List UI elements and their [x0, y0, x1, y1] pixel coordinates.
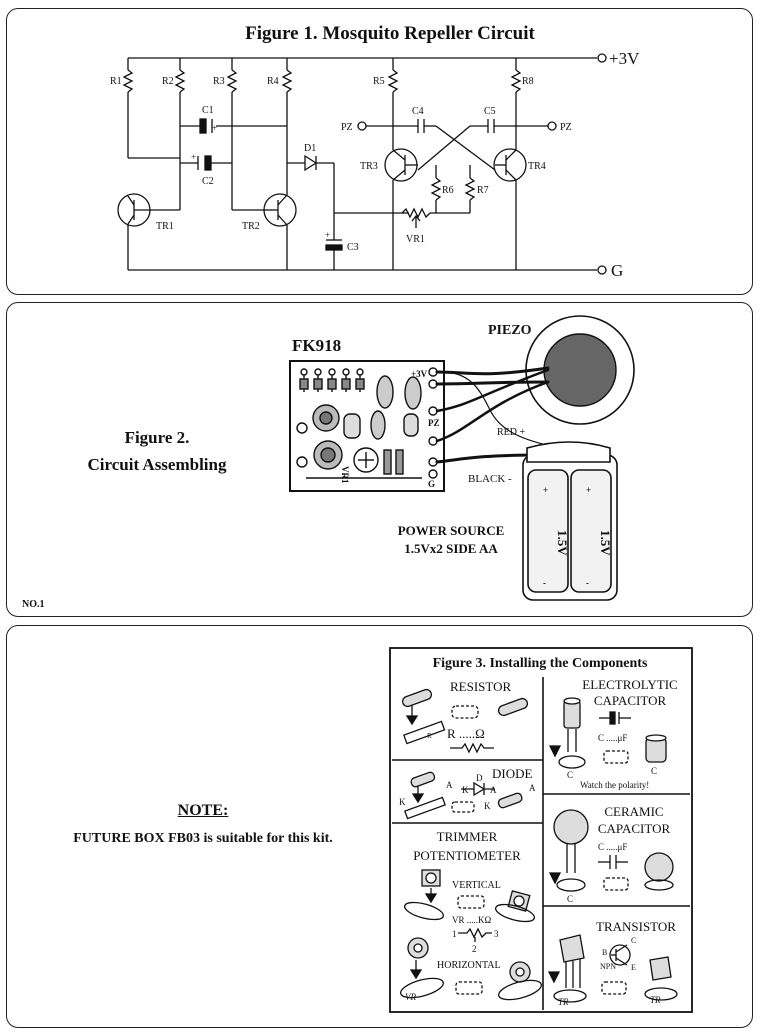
- label-r6: R6: [442, 185, 454, 196]
- trimmer-pin-1: 1: [452, 929, 457, 939]
- transistor-tr-tag-2: TR: [650, 995, 661, 1005]
- label-c1: C1: [202, 105, 214, 116]
- transistor-tr-tag-1: TR: [558, 997, 569, 1007]
- svg-text:-: -: [543, 578, 546, 588]
- figure1-title: Figure 1. Mosquito Repeller Circuit: [245, 23, 535, 44]
- electrolytic-c-letter-1: C: [567, 770, 573, 780]
- black-wire-label: BLACK -: [468, 473, 512, 485]
- electrolytic-formula: C .....μF: [598, 733, 627, 743]
- label-tr2: TR2: [242, 221, 260, 232]
- trimmer-horizontal: HORIZONTAL: [437, 960, 501, 971]
- diode-title: DIODE: [492, 766, 532, 781]
- note-text: FUTURE BOX FB03 is suitable for this kit…: [73, 831, 333, 846]
- diode-letter-k2: K: [462, 785, 469, 795]
- label-r3: R3: [213, 76, 225, 87]
- label-r1: R1: [110, 76, 122, 87]
- pcb-g: G: [428, 479, 435, 489]
- figure3-title: Figure 3. Installing the Components: [433, 656, 648, 671]
- electrolytic-polarity: Watch the polarity!: [580, 780, 649, 790]
- trimmer-vertical: VERTICAL: [452, 880, 501, 891]
- label-r2: R2: [162, 76, 174, 87]
- label-c2: C2: [202, 176, 214, 187]
- label-pz-right: PZ: [560, 122, 572, 133]
- ceramic-formula: C .....μF: [598, 842, 627, 852]
- power-source-line1: POWER SOURCE: [398, 523, 505, 538]
- resistor-title: RESISTOR: [450, 679, 511, 694]
- label-ground: G: [611, 261, 623, 280]
- trimmer-title-2: POTENTIOMETER: [413, 848, 521, 863]
- label-r8: R8: [522, 76, 534, 87]
- electrolytic-c-letter-2: C: [651, 766, 657, 776]
- pcb-pz: PZ: [428, 418, 440, 428]
- transistor-npn: NPN: [600, 962, 616, 971]
- label-r5: R5: [373, 76, 385, 87]
- resistor-r-letter: R: [427, 732, 432, 740]
- diode-letter-a1: A: [446, 780, 453, 790]
- svg-text:+: +: [325, 230, 330, 240]
- svg-text:+: +: [586, 485, 591, 495]
- label-tr1: TR1: [156, 221, 174, 232]
- note-title: NOTE:: [177, 802, 229, 819]
- label-tr3: TR3: [360, 161, 378, 172]
- diode-letter-a3: A: [529, 783, 536, 793]
- svg-text:+: +: [191, 152, 196, 162]
- figure3-frame: [389, 647, 693, 1013]
- diode-letter-k1: K: [399, 797, 406, 807]
- trimmer-title-1: TRIMMER: [437, 829, 498, 844]
- battery-holder: [522, 441, 618, 601]
- svg-text:+: +: [543, 485, 548, 495]
- label-vr1: VR1: [406, 234, 425, 245]
- figure2-assembly: Figure 2. Circuit Assembling FK918 +3V P…: [22, 315, 635, 610]
- trimmer-pin-2: 2: [472, 944, 477, 954]
- electrolytic-title-2: CAPACITOR: [594, 693, 667, 708]
- label-plus-3v: +3V: [609, 49, 640, 68]
- ceramic-title-2: CAPACITOR: [598, 821, 671, 836]
- diode-letter-d: D: [476, 773, 483, 783]
- transistor-letter-e: E: [631, 963, 636, 972]
- trimmer-vr-tag: VR: [405, 992, 416, 1002]
- battery-left-label: 1.5V: [555, 530, 570, 556]
- svg-text:-: -: [586, 578, 589, 588]
- figure1-schematic: Figure 1. Mosquito Repeller Circuit: [110, 23, 640, 280]
- trimmer-pin-3: 3: [494, 929, 499, 939]
- label-tr4: TR4: [528, 161, 546, 172]
- label-pz-left: PZ: [341, 122, 353, 133]
- ceramic-title-1: CERAMIC: [604, 804, 663, 819]
- electrolytic-title-1: ELECTROLYTIC: [582, 677, 677, 692]
- figure2-title-line1: Figure 2.: [125, 428, 190, 447]
- piezo-label: PIEZO: [488, 323, 532, 338]
- transistor-letter-b: B: [602, 948, 607, 957]
- board-label: FK918: [292, 336, 341, 355]
- label-r4: R4: [267, 76, 279, 87]
- label-d1: D1: [304, 143, 316, 154]
- red-wire-label: RED +: [497, 427, 526, 438]
- ceramic-c-letter: C: [567, 894, 573, 904]
- diode-letter-a2: A: [490, 785, 497, 795]
- battery-right-label: 1.5V: [598, 530, 613, 556]
- transistor-title: TRANSISTOR: [596, 919, 676, 934]
- transistor-letter-c: C: [631, 936, 636, 945]
- label-r7: R7: [477, 185, 489, 196]
- resistor-formula: R .....Ω: [447, 726, 485, 741]
- label-c5: C5: [484, 106, 496, 117]
- figure2-title-line2: Circuit Assembling: [87, 455, 227, 474]
- figure1-panel: [6, 8, 753, 295]
- power-source-line2: 1.5Vx2 SIDE AA: [404, 541, 498, 556]
- pcb-plus-3v: +3V: [411, 369, 428, 379]
- diode-letter-k3: K: [484, 801, 491, 811]
- trimmer-formula: VR .....KΩ: [452, 915, 492, 925]
- page-number: NO.1: [22, 599, 45, 610]
- label-c3: C3: [347, 242, 359, 253]
- label-c4: C4: [412, 106, 424, 117]
- svg-text:+: +: [212, 123, 217, 133]
- pcb-vr1: VR1: [340, 466, 350, 484]
